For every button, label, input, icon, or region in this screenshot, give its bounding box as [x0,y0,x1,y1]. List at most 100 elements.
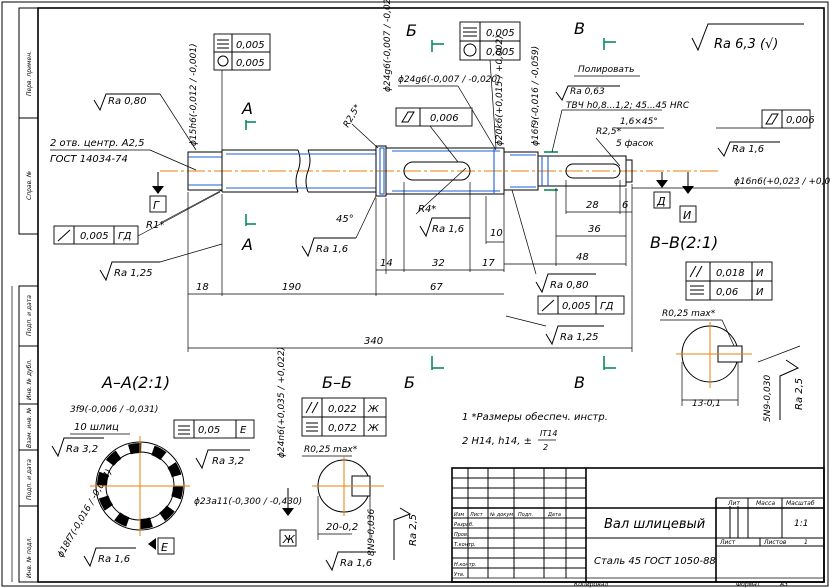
aa-ra32a-label: Ra 3,2 [66,444,98,455]
strip-label: Инв. № дубл. [26,359,33,400]
dim-32: 32 [432,258,445,269]
aa-splines-label: 10 шлиц [74,422,119,433]
ra125b-label: Ra 1,25 [560,332,599,343]
tol-key: 0,006 [430,113,459,124]
tb-format: Формат [736,581,761,588]
bb-datum: Ж [282,533,296,546]
tb-header: Подп. [518,512,533,518]
bb-ra25-label: Ra 2,5 [408,514,419,546]
ra125-label: Ra 1,25 [114,268,153,279]
dim-28: 28 [586,200,599,211]
ra080-label: Ra 0,80 [108,96,147,107]
side-strip: Перв. примен. Справ. № Подп. и дата Инв.… [11,7,39,583]
bb-t1: 0,022 [328,404,357,415]
note-2-den: 2 [543,443,548,452]
tb-header: Изм [454,512,464,518]
section-mark-a-top: А [241,99,253,118]
d24-label: ϕ24g6(-0,007 / -0,020) [398,75,501,85]
bb-w20: 20-0,2 [326,522,358,533]
r1-label: R1* [146,220,164,231]
tb-header: № докум. [489,512,515,518]
dim-340: 340 [364,336,383,347]
vv-t2b: И [756,287,764,298]
section-mark-v-top: В [574,19,585,38]
tvch-label: ТВЧ h0,8...1,2; 45...45 HRC [566,101,690,111]
ra080b-label: Ra 0,80 [550,280,589,291]
top-annotations: Ra 0,80 2 отв. центр. А2,5 ГОСТ 14034-74… [50,0,830,346]
strip-label: Взам. инв. № [26,407,33,448]
drawing-material: Сталь 45 ГОСТ 1050-88 [594,556,716,567]
centers-gost-label: ГОСТ 14034-74 [50,154,128,165]
d15-label: ϕ15h6(-0,012 / -0,001) [189,43,199,146]
note-2: 2 H14, h14, ± [462,436,532,447]
aa-ra32b-label: Ra 3,2 [212,456,244,467]
vv-t1: 0,018 [716,268,745,279]
d20-label: ϕ20k6(+0,015 / +0,002) [495,35,505,146]
shaft-main-view [160,145,720,197]
ra16k-label: Ra 1,6 [432,224,464,235]
section-mark-v-bottom: В [574,373,585,392]
bb-d24-label: ϕ24n6(+0,035 / +0,022) [277,347,287,458]
ra16l-label: Ra 1,6 [316,244,348,255]
tb-row-label: Т.контр. [454,542,476,548]
tol-b1: 0,005 [486,28,515,39]
vv-t1b: И [756,268,764,279]
tb-format-value: A3 [779,581,788,588]
vv-r025-label: R0,25 max* [662,309,716,319]
datum-d: Д [656,195,666,208]
d16f-label: ϕ16f9(-0,016 / -0,059) [531,46,541,146]
section-mark-a-bottom: А [241,235,253,254]
datum-markers: Г Д И [149,172,697,223]
dim-67: 67 [430,282,443,293]
note-1: 1 *Размеры обеспеч. инстр. [462,411,608,423]
tb-row-label: Пров. [454,532,469,538]
section-mark-b-bottom: Б [404,373,415,392]
r25b-label: R2,5* [596,127,622,137]
runout-base: ГД [118,231,132,242]
dim-18: 18 [196,282,209,293]
vv-w5: 5N9-0,030 [763,375,773,422]
chamfer-label: 1,6×45° [620,117,658,127]
tb-sheets-value: 1 [804,539,808,546]
section-aa-title: А–А(2:1) [101,373,170,392]
runout2-base: ГД [600,301,614,312]
r4-label: R4* [418,204,436,215]
section-mark-b-top: Б [406,21,417,40]
chamfers5-label: 5 фасок [616,139,654,149]
section-bb-title: Б–Б [322,373,352,392]
tb-scale: Масштаб [786,500,815,507]
aa-ra16-label: Ra 1,6 [98,554,130,565]
aa-datum: Е [161,541,168,554]
vv-w13: 13-0,1 [692,399,721,409]
bb-ra16-label: Ra 1,6 [340,558,372,569]
dim-14: 14 [380,258,393,269]
dim-17: 17 [482,258,495,269]
dim-190: 190 [282,282,301,293]
dim-36: 36 [588,224,601,235]
bb-t2b: Ж [367,423,380,434]
tol-c: 0,006 [786,115,815,126]
section-marks: А А Б Б В В [241,19,616,392]
bb-t2: 0,072 [328,423,357,434]
tb-mass: Масса [756,500,775,507]
drawing-title: Вал шлицевый [604,517,705,532]
datum-i: И [683,209,691,222]
vv-t2: 0,06 [716,287,738,298]
note-2-num: IT14 [540,429,557,438]
tb-scale-value: 1:1 [794,519,808,529]
centers-label: 2 отв. центр. А2,5 [50,138,145,149]
aa-tol: 0,05 [198,425,220,436]
section-aa: А–А(2:1) 3f9(-0,006 / -0,031) 10 шлиц Ra… [51,373,302,568]
tol-b2: 0,005 [486,47,515,58]
tb-copied: Копировал [574,581,608,588]
dim-48: 48 [576,252,589,263]
datum-g: Г [153,199,160,212]
vv-ra25-label: Ra 2,5 [794,378,805,410]
tb-sheet: Лист [719,539,736,546]
section-bb: Б–Б 0,022 Ж 0,072 Ж ϕ24n6(+0,035 / +0,02… [277,347,419,572]
r25-label: R2,5* [342,102,363,129]
tb-header: Дата [547,512,561,518]
section-vv: В–В(2:1) 0,018 И 0,06 И R0,25 max* 13-0,… [650,233,805,422]
